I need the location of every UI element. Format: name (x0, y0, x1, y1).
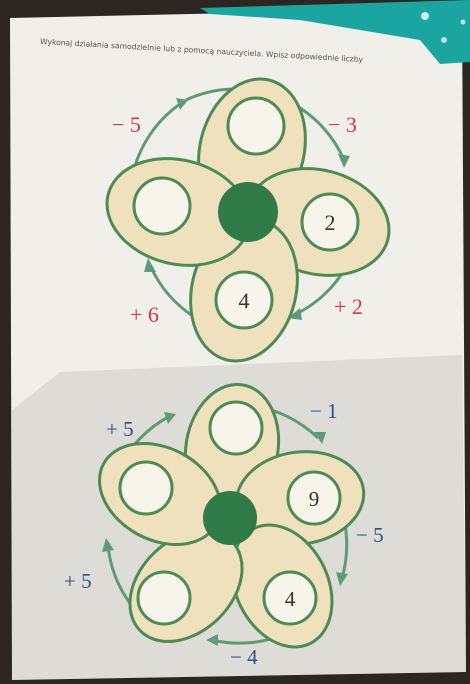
decorative-dot (421, 12, 429, 20)
circle-value: 4 (285, 587, 296, 611)
operation-label: − 3 (328, 112, 357, 137)
answer-circle-bottom-left (138, 572, 190, 624)
operation-label: − 4 (230, 645, 258, 669)
circle-value: 9 (309, 487, 320, 511)
circle-value: 2 (325, 210, 336, 235)
flower-2-center (203, 491, 257, 545)
answer-circle-top (210, 402, 262, 454)
operation-label: − 5 (356, 523, 384, 547)
answer-circle-left (134, 178, 190, 234)
operation-label: + 6 (130, 302, 159, 327)
circle-value: 4 (239, 288, 250, 313)
operation-label: + 2 (334, 294, 363, 319)
operation-label: − 1 (310, 399, 338, 423)
answer-circle-left (120, 462, 172, 514)
decorative-dot (461, 20, 466, 25)
operation-label: + 5 (106, 417, 134, 441)
operation-label: − 5 (112, 112, 141, 137)
operation-label: + 5 (64, 569, 92, 593)
answer-circle-top (228, 98, 284, 154)
decorative-dot (441, 37, 447, 43)
flower-1-center (218, 182, 278, 242)
